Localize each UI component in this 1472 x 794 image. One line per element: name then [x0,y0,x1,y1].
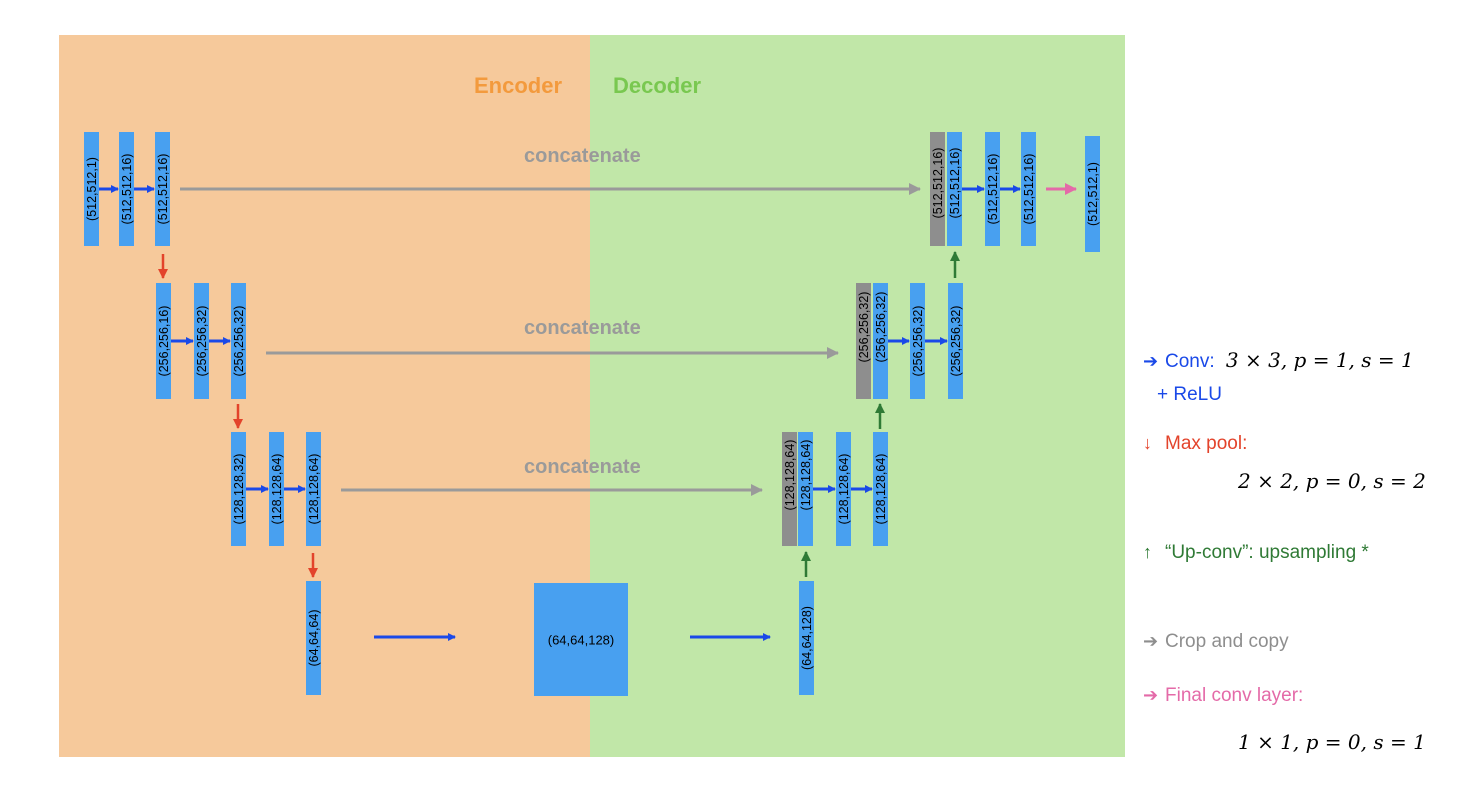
encoder-title: Encoder [474,73,563,98]
upconv-arrow-icon: ↑ [1143,542,1152,562]
block-label: (256,256,32) [194,305,209,377]
copy-arrow-icon: ➔ [1143,631,1159,651]
final-arrow-icon: ➔ [1143,685,1159,705]
block-label: (64,64,128) [799,606,814,670]
block-label: (256,256,32) [856,291,871,363]
encoder-block-l3-1: (128,128,32) [231,432,246,546]
decoder-up-block-l3: (128,128,64) [798,432,813,546]
decoder-copy-block-l2: (256,256,32) [856,283,871,399]
decoder-title: Decoder [613,73,702,98]
decoder-block-l2-2: (256,256,32) [948,283,963,399]
block-label: (512,512,16) [119,153,134,225]
legend-copy-label: Crop and copy [1165,631,1289,652]
legend-pool-label: Max pool: [1165,433,1248,454]
encoder-block-l3-2: (128,128,64) [269,432,284,546]
encoder-block-l1-1: (512,512,1) [84,132,99,246]
concatenate-label-level1: concatenate [524,145,641,167]
block-label: (128,128,64) [873,453,888,525]
legend-pool-math: 2 × 2, p = 0, s = 2 [1238,469,1426,493]
encoder-block-l4-1: (64,64,64) [306,581,321,695]
block-label: (128,128,64) [306,453,321,525]
block-label: (512,512,16) [947,147,962,219]
block-label: (512,512,16) [930,147,945,219]
block-label: (64,64,64) [306,609,321,667]
bottleneck-block: (64,64,128) [534,583,628,696]
pool-arrow-icon: ↓ [1143,433,1152,453]
legend-conv-math: 3 × 3, p = 1, s = 1 [1225,348,1414,372]
decoder-up-block-l2: (256,256,32) [873,283,888,399]
block-label: (512,512,1) [84,157,99,221]
legend-final-math: 1 × 1, p = 0, s = 1 [1238,730,1426,754]
legend-upconv: ↑ “Up-conv”: upsampling * [1143,542,1369,564]
encoder-block-l1-2: (512,512,16) [119,132,134,246]
block-label: (512,512,16) [1021,153,1036,225]
decoder-block-l4-1: (64,64,128) [799,581,814,695]
decoder-block-l2-1: (256,256,32) [910,283,925,399]
block-label: (128,128,64) [782,439,797,511]
decoder-block-l1-1: (512,512,16) [985,132,1000,246]
legend-pool: ↓ Max pool: [1143,433,1247,455]
decoder-copy-block-l3: (128,128,64) [782,432,797,546]
block-label: (128,128,64) [836,453,851,525]
decoder-block-l1-2: (512,512,16) [1021,132,1036,246]
legend-final: ➔ Final conv layer: [1143,685,1303,707]
decoder-block-l3-2: (128,128,64) [873,432,888,546]
decoder-up-block-l1: (512,512,16) [947,132,962,246]
legend-copy: ➔ Crop and copy [1143,631,1289,653]
conv-arrow-icon: ➔ [1143,351,1159,371]
legend-conv: ➔ Conv: 3 × 3, p = 1, s = 1 [1143,348,1414,373]
encoder-block-l3-3: (128,128,64) [306,432,321,546]
block-label: (256,256,32) [948,305,963,377]
block-label: (128,128,32) [231,453,246,525]
block-label: (512,512,16) [985,153,1000,225]
legend-final-label: Final conv layer: [1165,685,1304,706]
concatenate-label-level2: concatenate [524,317,641,339]
block-label: (256,256,32) [910,305,925,377]
decoder-block-l3-1: (128,128,64) [836,432,851,546]
encoder-block-l2-2: (256,256,32) [194,283,209,399]
legend-conv-label: Conv: [1165,351,1215,372]
concatenate-label-level3: concatenate [524,456,641,478]
block-label: (256,256,16) [156,305,171,377]
block-label: (256,256,32) [873,291,888,363]
bottleneck-label: (64,64,128) [547,632,615,647]
output-block: (512,512,1) [1085,136,1100,252]
encoder-background [59,35,590,757]
block-label: (512,512,1) [1085,162,1100,226]
block-label: (256,256,32) [231,305,246,377]
decoder-copy-block-l1: (512,512,16) [930,132,945,246]
encoder-block-l1-3: (512,512,16) [155,132,170,246]
encoder-block-l2-3: (256,256,32) [231,283,246,399]
block-label: (128,128,64) [269,453,284,525]
legend-upconv-label: “Up-conv”: upsampling * [1165,542,1369,563]
legend-conv-relu: + ReLU [1157,384,1222,405]
block-label: (128,128,64) [798,439,813,511]
block-label: (512,512,16) [155,153,170,225]
encoder-block-l2-1: (256,256,16) [156,283,171,399]
